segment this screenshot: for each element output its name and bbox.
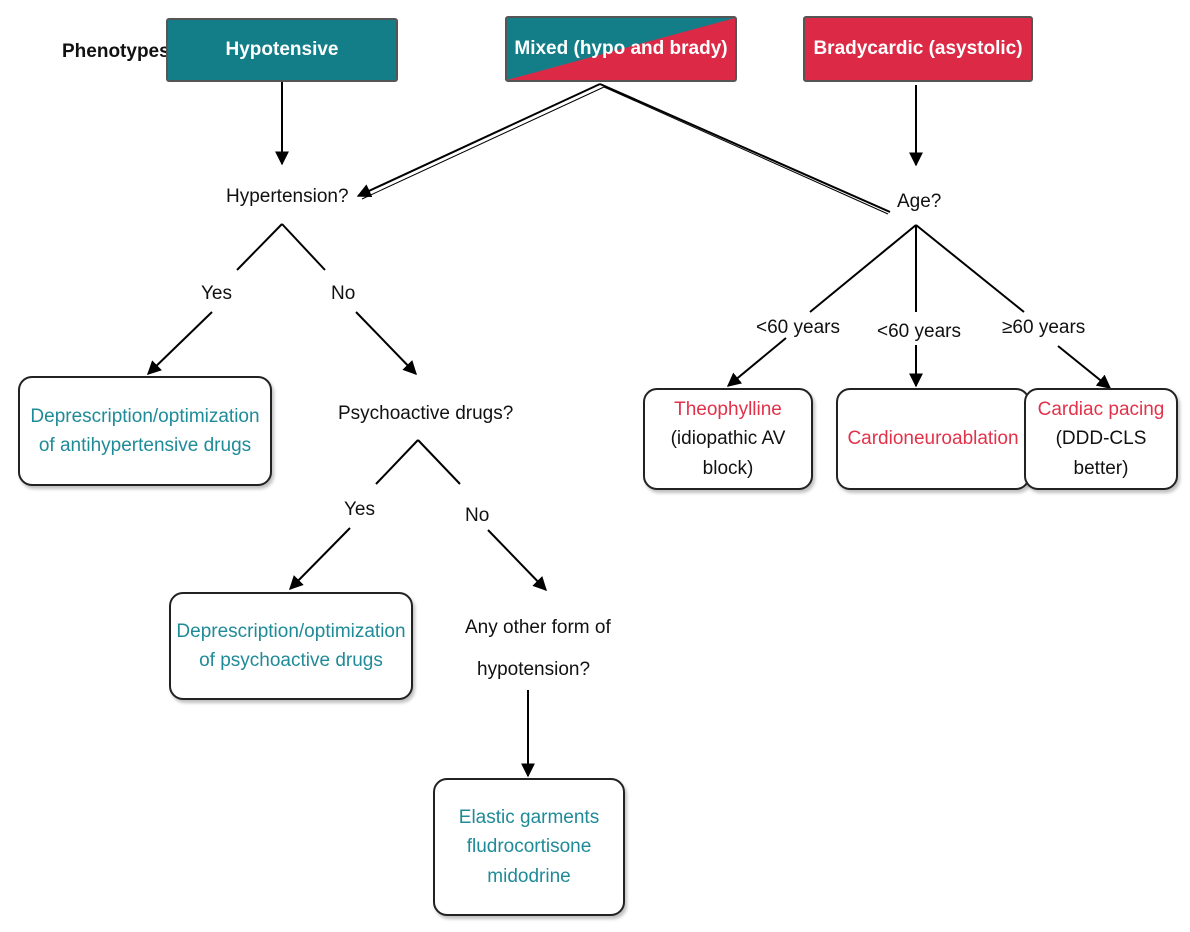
outcome-text: of antihypertensive drugs — [38, 435, 252, 456]
outcome-text: Cardioneuroablation — [847, 428, 1019, 450]
arrow-age-to-theophylline — [726, 337, 787, 387]
outcome-theophylline: Theophylline (idiopathic AV block) — [643, 388, 813, 490]
arrow-no-to-psychoactive — [355, 311, 417, 376]
outcome-elastic-garments: Elastic garments fludrocortisone midodri… — [433, 778, 625, 916]
outcome-title: Theophylline — [674, 398, 782, 420]
question-other-form-line2: hypotension? — [477, 659, 591, 680]
arrow-mixed-to-hypertension — [356, 83, 601, 198]
branch-age-under-60: <60 years — [877, 321, 961, 342]
arrow-no-to-other-form — [487, 529, 547, 592]
outcome-text: Elastic garments — [458, 806, 600, 828]
outcome-text: Deprescription/optimization — [176, 620, 406, 642]
question-psychoactive: Psychoactive drugs? — [338, 403, 514, 424]
arrow-yes-to-deprescribe-antihypertensive — [146, 311, 213, 375]
question-other-form-line1: Any other form of — [465, 617, 611, 638]
outcome-cardioneuroablation: Cardioneuroablation — [836, 388, 1030, 490]
branch-yes: Yes — [344, 499, 375, 520]
outcome-deprescribe-antihypertensive: Deprescription/optimization of antihyper… — [18, 376, 272, 486]
phenotype-mixed: Mixed (hypo and brady) — [505, 16, 737, 82]
branch-yes: Yes — [201, 283, 232, 304]
branch-no: No — [331, 283, 356, 304]
phenotype-mixed-label: Mixed (hypo and brady) — [514, 38, 728, 59]
phenotypes-label: Phenotypes — [62, 41, 170, 62]
branch-age-under-60: <60 years — [756, 317, 840, 338]
arrow-age-to-pacing — [1057, 345, 1112, 389]
outcome-note: (DDD-CLS better) — [1055, 428, 1147, 479]
question-hypertension: Hypertension? — [226, 186, 349, 207]
branch-age-over-60: ≥60 years — [1002, 317, 1086, 338]
arrow-yes-to-deprescribe-psychoactive — [289, 527, 351, 590]
phenotype-hypotensive-label: Hypotensive — [225, 39, 339, 60]
branch-no: No — [465, 505, 490, 526]
outcome-deprescribe-psychoactive: Deprescription/optimization of psychoact… — [169, 592, 413, 700]
phenotype-hypotensive: Hypotensive — [166, 18, 398, 82]
outcome-text: fludrocortisone — [466, 836, 592, 858]
outcome-text: of psychoactive drugs — [199, 650, 383, 671]
phenotype-bradycardic: Bradycardic (asystolic) — [803, 16, 1033, 82]
outcome-text: midodrine — [487, 865, 571, 887]
outcome-text: Deprescription/optimization — [30, 405, 260, 427]
outcome-cardiac-pacing: Cardiac pacing (DDD-CLS better) — [1024, 388, 1178, 490]
outcome-note: (idiopathic AV block) — [670, 428, 786, 479]
question-age: Age? — [897, 191, 942, 212]
outcome-title: Cardiac pacing — [1037, 398, 1165, 420]
phenotype-bradycardic-label: Bradycardic (asystolic) — [813, 38, 1023, 59]
line-mixed-to-age — [599, 83, 891, 213]
